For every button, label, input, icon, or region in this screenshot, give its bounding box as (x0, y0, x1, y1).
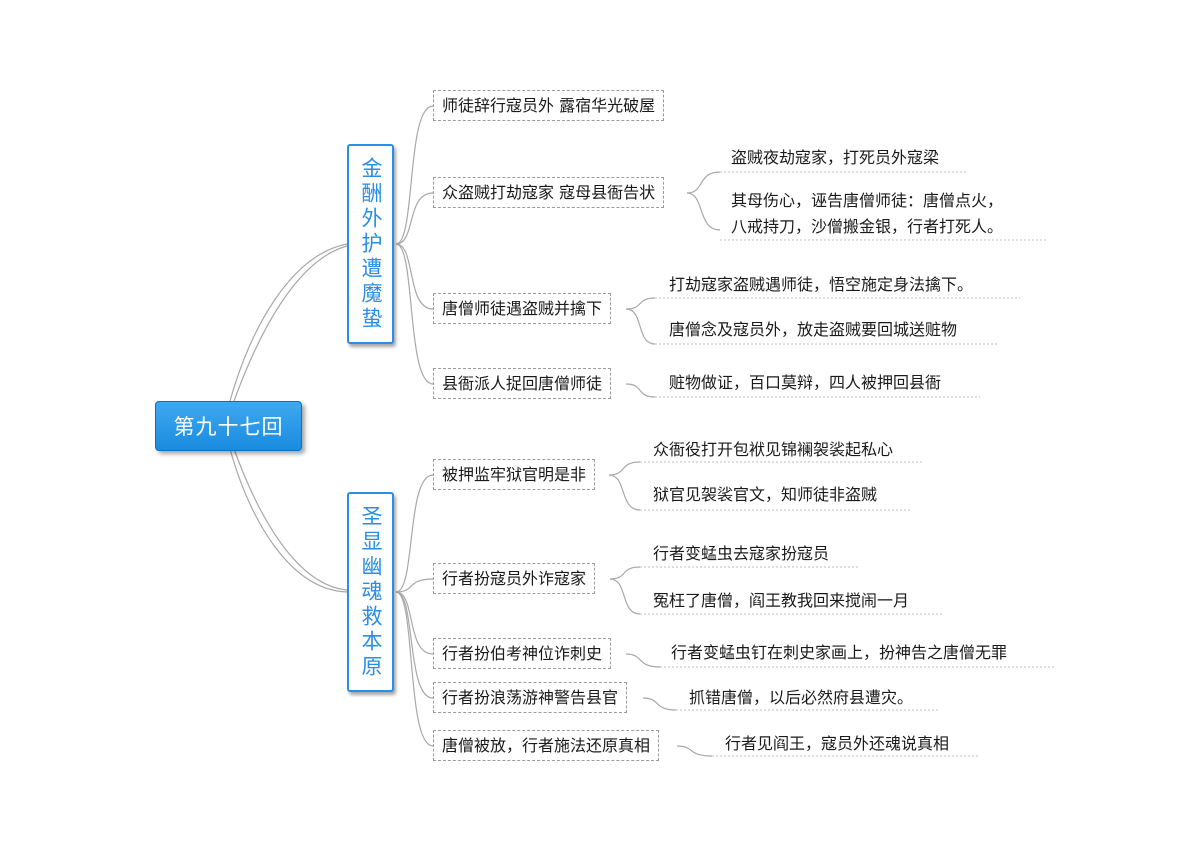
topic-connector (395, 243, 434, 385)
topic-node[interactable]: 唐僧师徒遇盗贼并擒下 (433, 293, 612, 324)
detail-connector (609, 566, 641, 580)
detail-connector (625, 653, 661, 668)
detail-text: 行者变蜢虫钉在刺史家画上，扮神告之唐僧无罪 (671, 643, 1008, 662)
detail-connector (625, 297, 656, 310)
detail-text: 其母伤心，诬告唐僧师徒：唐僧点火， 八戒持刀，沙僧搬金银，行者打死人。 (731, 191, 1004, 236)
topic-node[interactable]: 行者扮伯考神位诈刺史 (433, 638, 612, 669)
topic-node[interactable]: 唐僧被放，行者施法还原真相 (433, 730, 660, 761)
topic-node[interactable]: 众盗贼打劫寇家 寇母县衙告状 (433, 177, 665, 208)
topic-node[interactable]: 师徒辞行寇员外 露宿华光破屋 (433, 90, 665, 121)
detail-connector (642, 697, 677, 711)
detail-text: 唐僧念及寇员外，放走盗贼要回城送赃物 (669, 320, 958, 339)
detail-text: 抓错唐僧，以后必然府县遭灾。 (689, 688, 914, 707)
topic-node[interactable]: 行者扮寇员外诈寇家 (433, 563, 596, 594)
detail-text: 盗贼夜劫寇家，打死员外寇梁 (731, 148, 940, 167)
root-connector (233, 245, 348, 402)
detail-text: 打劫寇家盗贼遇师徒，悟空施定身法擒下。 (669, 275, 974, 294)
detail-connector (686, 192, 721, 231)
detail-connector (608, 461, 641, 476)
detail-connector (686, 171, 721, 194)
topic-connector (395, 591, 434, 747)
detail-connector (609, 578, 641, 615)
detail-text: 行者变蜢虫去寇家扮寇员 (653, 544, 830, 563)
detail-connector (625, 308, 656, 345)
detail-text: 冤枉了唐僧，阎王教我回来搅闹一月 (653, 591, 910, 610)
topic-node[interactable]: 行者扮浪荡游神警告县官 (433, 682, 628, 713)
detail-connector (625, 383, 656, 398)
topic-connector (395, 243, 434, 310)
detail-text: 众衙役打开包袱见锦襕袈裟起私心 (653, 440, 894, 459)
detail-connector (608, 474, 641, 511)
topic-connector (395, 591, 434, 655)
topic-connector (395, 591, 434, 699)
root-node[interactable]: 第九十七回 (155, 401, 302, 451)
branch-node-1[interactable]: 金酬外护遭魔蛰 (347, 144, 394, 344)
topic-connector (395, 192, 434, 245)
detail-text: 赃物做证，百口莫辩，四人被押回县衙 (669, 373, 942, 392)
detail-text: 行者见阎王，寇员外还魂说真相 (725, 734, 950, 753)
topic-node[interactable]: 县衙派人捉回唐僧师徒 (433, 368, 612, 399)
root-connector (229, 448, 348, 593)
topic-connector (395, 474, 434, 593)
topic-node[interactable]: 被押监牢狱官明是非 (433, 459, 596, 490)
root-connector (233, 448, 348, 591)
topic-connector (395, 578, 434, 593)
detail-text: 狱官见袈裟官文，知师徒非盗贼 (653, 485, 878, 504)
topic-connector (395, 105, 434, 245)
detail-connector (676, 745, 713, 757)
root-connector (229, 243, 348, 402)
branch-node-2[interactable]: 圣显幽魂救本原 (347, 492, 394, 692)
